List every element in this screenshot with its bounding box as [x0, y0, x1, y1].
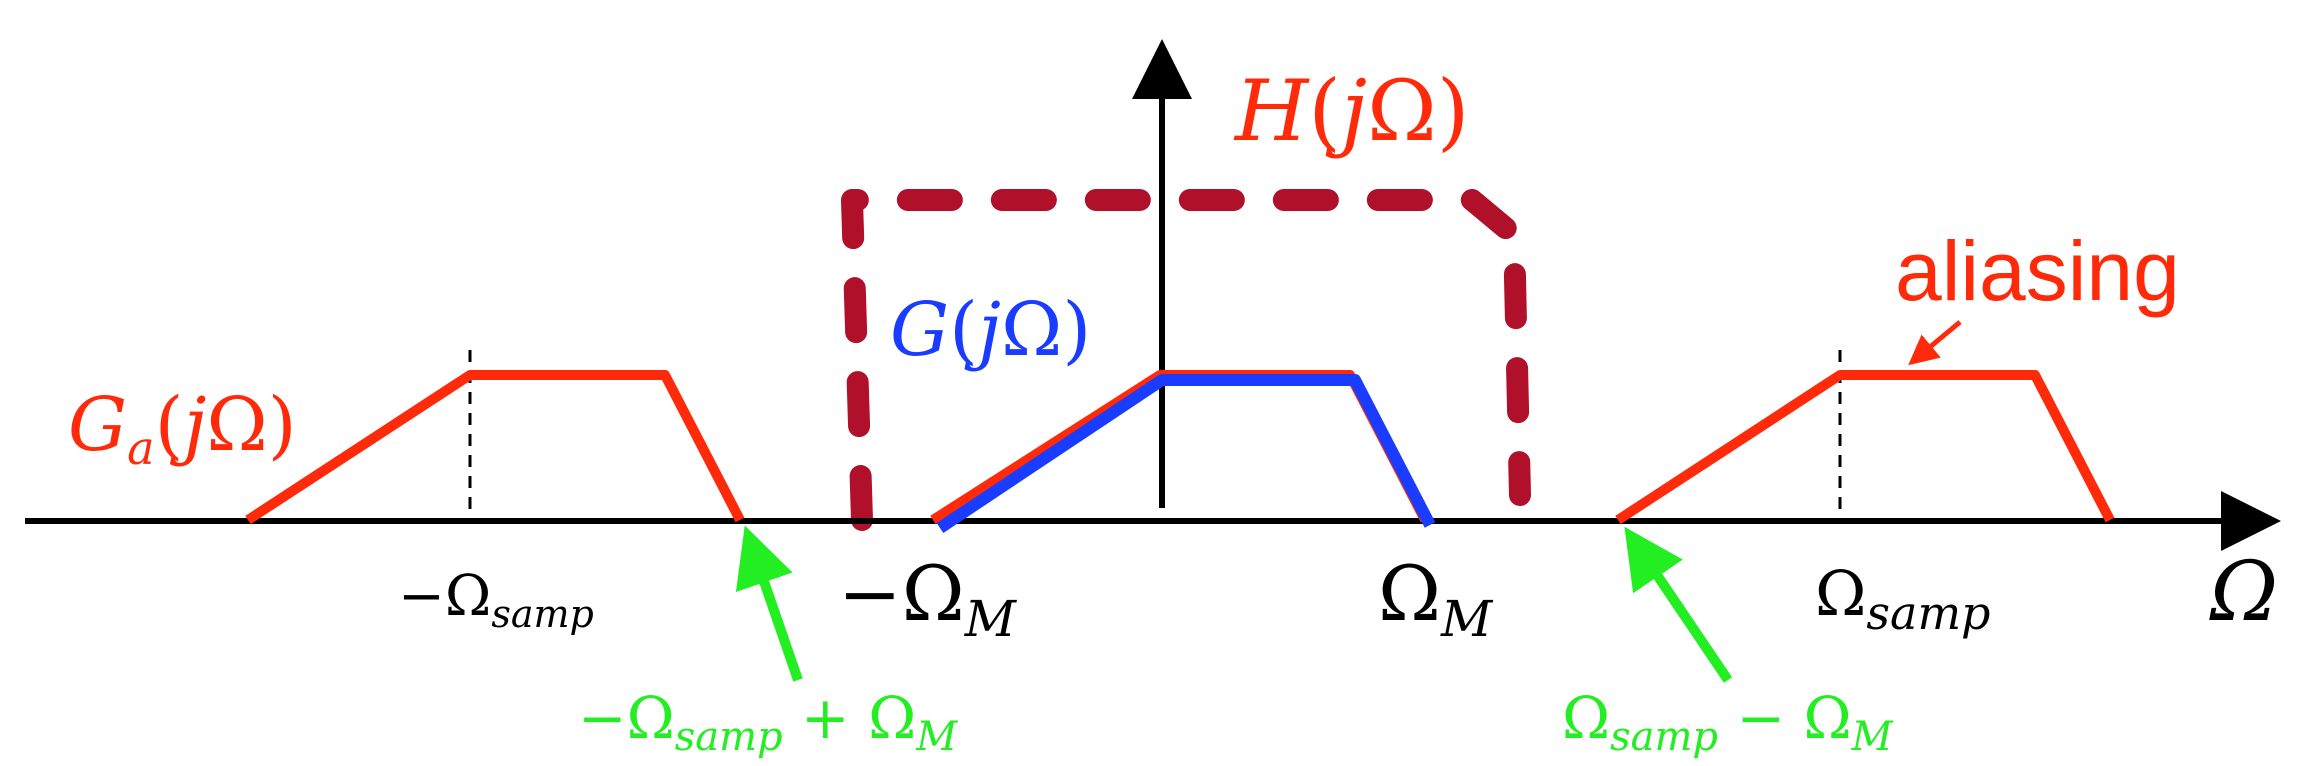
ga-center-spectrum	[930, 370, 1430, 525]
h-filter-label: H(jΩ)	[1233, 62, 1470, 160]
omega-axis-label: Ω	[2209, 545, 2278, 640]
g-center-spectrum	[936, 374, 1436, 533]
tick-neg-m: −ΩM	[838, 549, 1018, 648]
tick-pos-samp: Ωsamp	[1815, 557, 1991, 640]
tick-pos-m: ΩM	[1378, 549, 1494, 648]
green-label-left: −Ωsamp + ΩM	[578, 684, 958, 760]
h-filter-box-dashed	[841, 189, 1531, 531]
green-arrow-left	[735, 525, 803, 682]
aliasing-label: aliasing	[1895, 224, 2180, 318]
green-arrow-right	[1624, 526, 1733, 683]
tick-neg-samp: −Ωsamp	[398, 564, 594, 636]
ga-right-replica	[1615, 370, 2115, 525]
g-signal-label: G(jΩ)	[890, 287, 1091, 373]
ga-signal-label: Ga(jΩ)	[68, 382, 297, 475]
green-label-right: Ωsamp − ΩM	[1562, 684, 1894, 760]
ga-left-replica	[245, 370, 745, 525]
aliasing-arrow	[1908, 320, 1962, 366]
